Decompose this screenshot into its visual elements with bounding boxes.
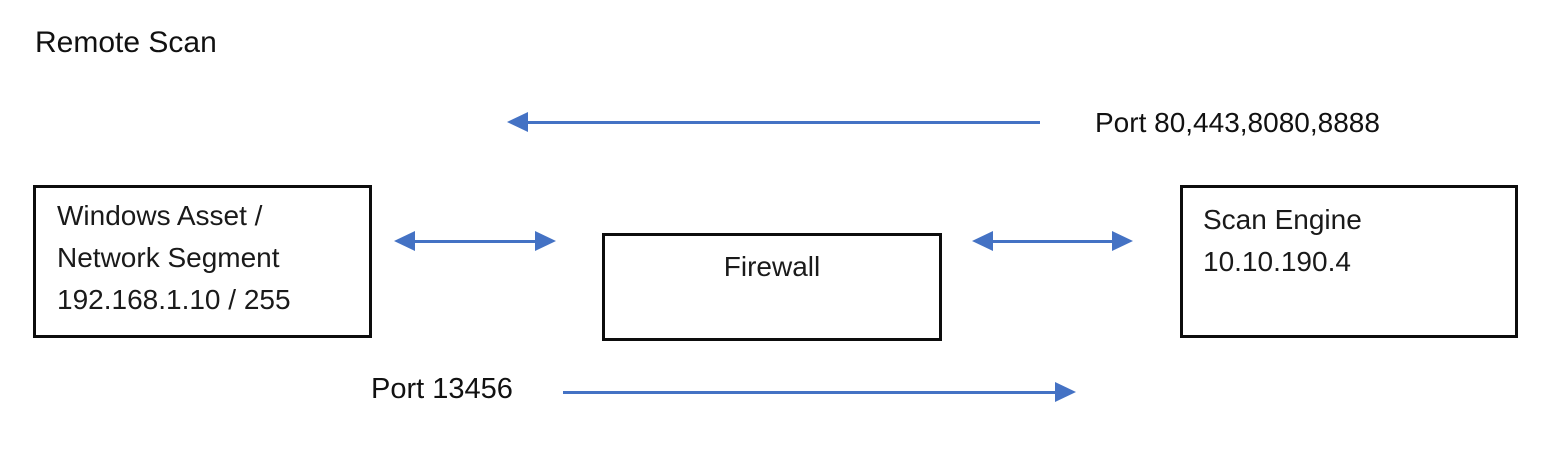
arrow-both-icon bbox=[535, 231, 556, 251]
node-windows-asset: Windows Asset / Network Segment 192.168.… bbox=[33, 185, 372, 338]
diagram-title: Remote Scan bbox=[35, 26, 217, 59]
firewall-scanengine-link-line bbox=[990, 240, 1115, 243]
inbound-ports-label: Port 80,443,8080,8888 bbox=[1095, 107, 1380, 138]
arrow-both-icon bbox=[394, 231, 415, 251]
inbound-arrow-line bbox=[524, 121, 1040, 124]
arrow-both-icon bbox=[972, 231, 993, 251]
asset-label-line-1: Windows Asset / bbox=[57, 200, 263, 231]
outbound-port-label: Port 13456 bbox=[371, 373, 513, 405]
node-scan-engine: Scan Engine 10.10.190.4 bbox=[1180, 185, 1518, 338]
arrow-left-icon bbox=[507, 112, 528, 132]
asset-firewall-link-line bbox=[412, 240, 539, 243]
arrow-right-icon bbox=[1055, 382, 1076, 402]
asset-label-line-2: Network Segment bbox=[57, 242, 280, 273]
outbound-arrow-line bbox=[563, 391, 1058, 394]
arrow-both-icon bbox=[1112, 231, 1133, 251]
node-firewall: Firewall bbox=[602, 233, 942, 341]
asset-ip-label: 192.168.1.10 / 255 bbox=[57, 284, 291, 315]
scan-engine-ip-label: 10.10.190.4 bbox=[1203, 246, 1351, 277]
firewall-label: Firewall bbox=[723, 251, 821, 282]
scan-engine-label: Scan Engine bbox=[1203, 204, 1362, 235]
